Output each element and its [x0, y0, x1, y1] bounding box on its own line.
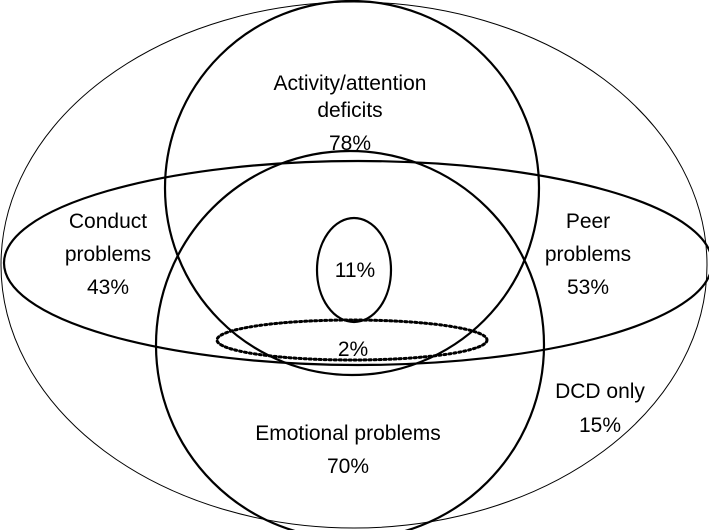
activity-attention-circle	[163, 0, 541, 377]
dotted-overlap-ellipse	[215, 318, 489, 362]
emotional-label: Emotional problems	[255, 422, 441, 445]
conduct-value: 43%	[87, 276, 129, 299]
dcd-only-value: 15%	[579, 414, 621, 437]
peer-label-line1: Peer	[566, 210, 610, 233]
activity-attention-value: 78%	[329, 132, 371, 155]
central-overlap-ellipse	[315, 216, 393, 324]
all-four-overlap-value: 11%	[335, 259, 375, 282]
dcd-only-label: DCD only	[555, 380, 645, 403]
emotional-value: 70%	[327, 455, 369, 478]
dotted-region-value: 2%	[338, 338, 368, 361]
activity-attention-label-line1: Activity/attention	[274, 72, 427, 95]
emotional-problems-circle	[154, 149, 546, 530]
peer-label-line2: problems	[545, 243, 631, 266]
peer-value: 53%	[567, 276, 609, 299]
conduct-peer-ellipse	[3, 159, 709, 367]
conduct-label-line1: Conduct	[69, 210, 147, 233]
conduct-label-line2: problems	[65, 243, 151, 266]
activity-attention-label-line2: deficits	[317, 99, 382, 122]
